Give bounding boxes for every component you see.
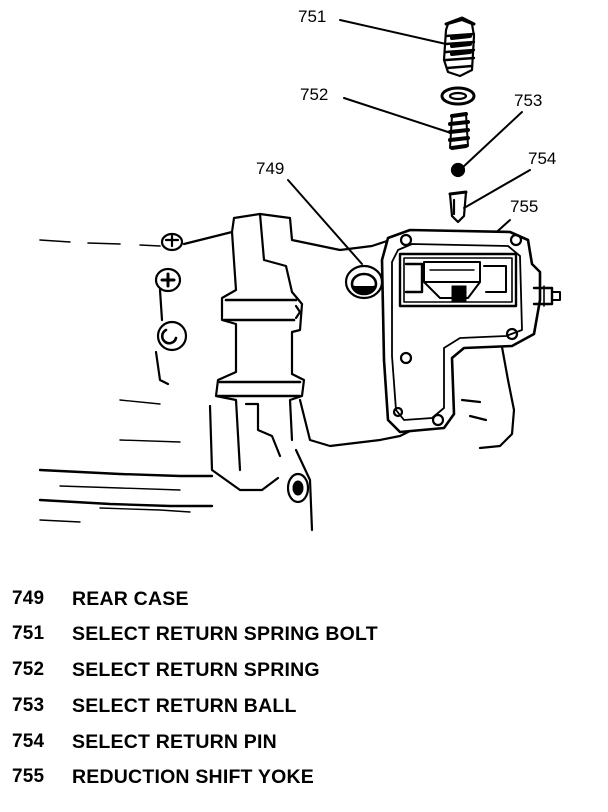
callout-749: 749 bbox=[256, 159, 284, 178]
legend-item: 752 SELECT RETURN SPRING bbox=[0, 659, 600, 689]
legend-item: 753 SELECT RETURN BALL bbox=[0, 695, 600, 725]
cover-plate bbox=[380, 228, 561, 434]
rear-case bbox=[38, 212, 516, 532]
washer bbox=[440, 86, 476, 106]
legend-number: 752 bbox=[12, 659, 45, 680]
legend-number: 755 bbox=[12, 766, 45, 787]
select-return-ball bbox=[450, 162, 466, 178]
legend-description: SELECT RETURN SPRING bbox=[72, 659, 320, 681]
reduction-shift-yoke bbox=[404, 261, 507, 303]
exploded-view-diagram: 751 752 753 754 755 749 bbox=[38, 7, 561, 532]
callout-751: 751 bbox=[298, 7, 326, 26]
select-return-pin bbox=[448, 190, 468, 224]
select-return-spring-bolt bbox=[442, 16, 476, 78]
legend-item: 749 REAR CASE bbox=[0, 588, 600, 618]
legend-item: 751 SELECT RETURN SPRING BOLT bbox=[0, 623, 600, 653]
callout-753: 753 bbox=[514, 91, 542, 110]
legend-number: 751 bbox=[12, 623, 45, 644]
legend-description: SELECT RETURN BALL bbox=[72, 695, 297, 717]
select-return-spring bbox=[448, 112, 470, 150]
legend-description: REDUCTION SHIFT YOKE bbox=[72, 766, 314, 788]
leader-lines bbox=[287, 19, 531, 265]
legend-description: REAR CASE bbox=[72, 588, 189, 610]
legend-description: SELECT RETURN PIN bbox=[72, 731, 277, 753]
callout-755: 755 bbox=[510, 197, 538, 216]
legend-item: 755 REDUCTION SHIFT YOKE bbox=[0, 766, 600, 796]
callout-752: 752 bbox=[300, 85, 328, 104]
legend-number: 753 bbox=[12, 695, 45, 716]
legend-description: SELECT RETURN SPRING BOLT bbox=[72, 623, 378, 645]
legend-number: 754 bbox=[12, 731, 45, 752]
callout-labels: 751 752 753 754 755 749 bbox=[256, 7, 556, 216]
legend-number: 749 bbox=[12, 588, 45, 609]
legend-item: 754 SELECT RETURN PIN bbox=[0, 731, 600, 761]
callout-754: 754 bbox=[528, 149, 556, 168]
